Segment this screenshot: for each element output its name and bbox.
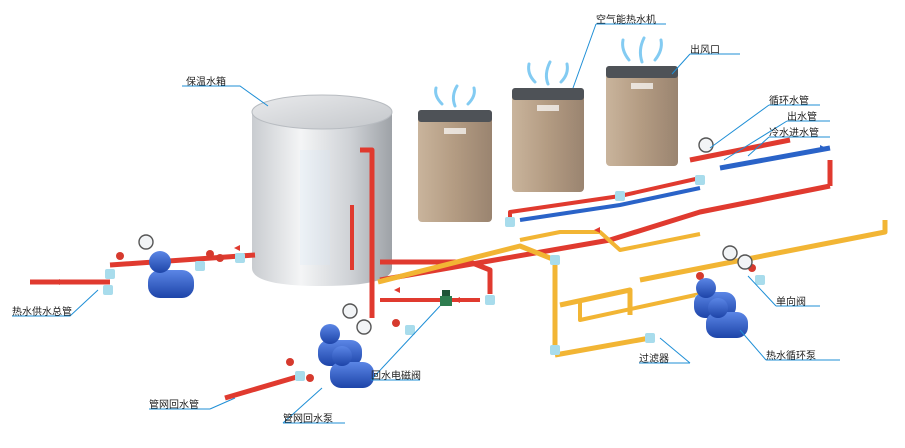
pipe-fitting (105, 269, 115, 279)
label-cold-inlet-pipe: 冷水进水管 (769, 128, 819, 139)
pipe-fitting (485, 295, 495, 305)
pipe-fitting (295, 371, 305, 381)
leader-line (747, 275, 820, 307)
leader-line (572, 23, 666, 89)
flow-arrow-icon (234, 245, 240, 251)
label-network-return-pipe: 管网回水管 (149, 400, 199, 411)
circulation-lower-pipe (578, 292, 701, 322)
pipe-fitting (195, 261, 205, 271)
label-tank: 保温水箱 (186, 77, 226, 88)
network-return-pipe (224, 373, 301, 401)
valve-handle-icon (216, 254, 224, 262)
label-check-valve: 单向阀 (776, 297, 806, 308)
leader-line (639, 337, 691, 364)
hot-supply-pump (148, 251, 194, 298)
cold-branch-pipe (519, 186, 701, 222)
pipe-fitting (235, 253, 245, 263)
pipe-fitting (405, 325, 415, 335)
label-air-outlet: 出风口 (690, 45, 720, 56)
flow-arrow-icon (54, 279, 60, 285)
valve-handle-icon (286, 358, 294, 366)
leader-line (370, 305, 441, 381)
leader-line (12, 289, 99, 317)
valve-handle-icon (392, 319, 400, 327)
flow-arrow-icon (820, 145, 826, 151)
heat-pump-unit-3 (606, 66, 678, 166)
pipe-fittings (54, 145, 826, 382)
valve-handle-icon (206, 250, 214, 258)
leader-line (182, 85, 269, 107)
pump-supply-pipe (559, 287, 633, 315)
pipe-fitting (550, 345, 560, 355)
leader-line (739, 329, 840, 361)
pipe-fitting (695, 175, 705, 185)
leader-line (149, 397, 236, 410)
valve-handle-icon (116, 252, 124, 260)
flow-arrow-icon (394, 287, 400, 293)
label-return-solenoid: 回水电磁阀 (371, 371, 421, 382)
leader-line (671, 53, 740, 75)
label-heat-pump: 空气能热水机 (596, 15, 656, 26)
network-return-pump-2 (330, 346, 374, 388)
pipe-fitting (505, 217, 515, 227)
filter-branch-pipe (554, 335, 651, 358)
circulation-return-pipe (377, 243, 558, 355)
flow-arrow-icon (594, 227, 600, 233)
pipe-fitting (550, 255, 560, 265)
label-network-return-pump: 管网回水泵 (283, 414, 333, 425)
label-outlet-pipe: 出水管 (787, 112, 817, 123)
pressure-gauge-icon (138, 137, 753, 335)
leader-line (723, 120, 830, 161)
valve-handle-icon (696, 272, 704, 280)
circulation-top-pipe (639, 220, 888, 283)
pipe-fitting (103, 285, 113, 295)
unit-return-pipe (519, 230, 701, 252)
pipe-fitting (645, 333, 655, 343)
leader-line (282, 387, 345, 424)
label-circulation-pipe: 循环水管 (769, 96, 809, 107)
leader-lines (12, 23, 840, 424)
flow-arrow-icon (454, 297, 460, 303)
heat-pump-unit-1 (418, 110, 492, 222)
return-solenoid-valve (440, 290, 452, 306)
heat-pump-unit-2 (512, 88, 584, 192)
label-filter: 过滤器 (639, 354, 669, 365)
label-hot-supply-main: 热水供水总管 (12, 307, 72, 318)
tank-outlet-pipe (360, 147, 375, 318)
cold-inlet-pipe (719, 145, 831, 171)
hot-circulation-pump-2 (706, 298, 748, 338)
label-hot-circ-pump: 热水循环泵 (766, 351, 816, 362)
airflow-icon (434, 36, 663, 108)
pipe-fitting (615, 191, 625, 201)
insulated-tank (251, 94, 393, 286)
pipe-fitting (755, 275, 765, 285)
leader-line (709, 104, 820, 149)
valve-handle-icon (306, 374, 314, 382)
hot-circulation-main-pipe (379, 183, 831, 283)
leader-line (747, 136, 830, 157)
return-to-tank-pipe (380, 259, 493, 294)
hot-supply-pipe (109, 252, 256, 268)
